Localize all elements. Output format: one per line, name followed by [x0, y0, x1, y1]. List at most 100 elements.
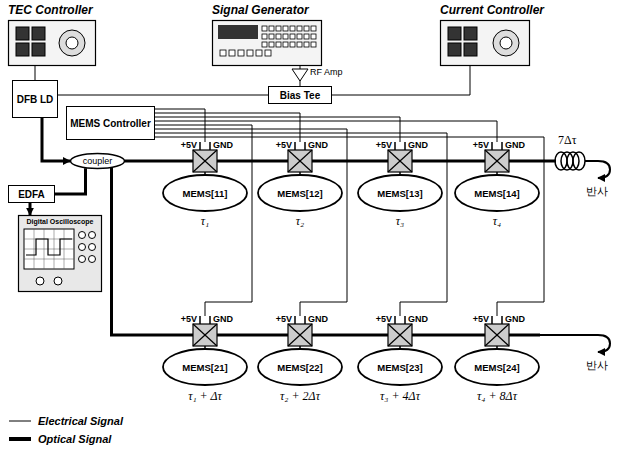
electrical-wire: [155, 133, 447, 316]
node-text: MEMS[22]: [257, 349, 343, 385]
legend-text: Electrical Signal: [38, 415, 123, 427]
electrical-wire: [58, 95, 268, 96]
optical-fiber: [443, 160, 454, 163]
delay-label: τ₄ + 8Δτ: [477, 389, 517, 404]
node-text: MEMS[23]: [357, 349, 443, 385]
legend-text: Optical Signal: [38, 433, 111, 445]
node-text: Signal Generator: [212, 3, 309, 17]
pin-label: +5V: [376, 140, 392, 150]
fiber-line: [540, 160, 556, 163]
reflection-arrow: [540, 335, 610, 352]
oscilloscope: Digital Oscilloscope: [18, 215, 102, 292]
pin-label: GND: [408, 314, 428, 324]
mems-switch: MEMS[13]: [357, 142, 443, 212]
pin-label: GND: [308, 314, 328, 324]
pin-label: GND: [308, 140, 328, 150]
optical-fiber: [343, 160, 357, 163]
text-label: 반사: [586, 184, 608, 199]
delay-label: τ₃: [396, 214, 404, 229]
optical-fiber: [55, 168, 86, 194]
text-label: 반사: [586, 358, 608, 373]
node-text: MEMS Controller: [70, 118, 151, 129]
laser-box: DFB LD: [12, 80, 58, 118]
node-text: Bias Tee: [280, 90, 320, 101]
node-text: MEMS[24]: [454, 349, 540, 385]
shape: [357, 142, 443, 212]
mems-switch: MEMS[21]: [162, 316, 248, 386]
coupler-ellipse: coupler: [70, 153, 125, 169]
delay-label: τ₁: [201, 214, 209, 229]
text-label: 7Δτ: [558, 133, 577, 148]
node-text: MEMS[11]: [162, 175, 248, 211]
node-text: Digital Oscilloscope: [18, 218, 102, 225]
pin-label: GND: [408, 140, 428, 150]
node-text: coupler: [83, 156, 113, 166]
optical-fiber: [343, 334, 357, 337]
mems-switch: MEMS[23]: [357, 316, 443, 386]
delay-label: τ₁ + Δτ: [188, 389, 222, 404]
pin-label: GND: [213, 140, 233, 150]
fiber-coil: [555, 152, 585, 170]
bias-tee-box: Bias Tee: [268, 86, 332, 104]
electrical-wire: [35, 66, 36, 80]
delay-label: τ₂: [296, 214, 304, 229]
legend-sample: [8, 434, 32, 444]
pin-label: +5V: [181, 314, 197, 324]
pin-label: GND: [505, 140, 525, 150]
optical-fiber: [29, 203, 32, 215]
pin-label: GND: [213, 314, 233, 324]
electrical-wire: [155, 129, 347, 316]
optical-fiber: [248, 334, 257, 337]
mems-switch: MEMS[12]: [257, 142, 343, 212]
shape: [162, 142, 248, 212]
mems-switch: MEMS[24]: [454, 316, 540, 386]
shape: [212, 20, 322, 66]
node-text: DFB LD: [17, 94, 54, 105]
shape: [440, 20, 530, 66]
delay-label: τ₃ + 4Δτ: [380, 389, 420, 404]
controller-unit: Current Controller: [440, 20, 530, 66]
legend: Electrical SignalOptical Signal: [8, 412, 123, 448]
delay-label: τ₄: [493, 214, 501, 229]
pin-label: GND: [505, 314, 525, 324]
shape: [18, 215, 102, 292]
shape: [454, 142, 540, 212]
legend-row: Optical Signal: [8, 430, 123, 448]
signal-generator: Signal Generator: [212, 20, 322, 66]
mems-switch: MEMS[11]: [162, 142, 248, 212]
optical-fiber: [42, 118, 70, 161]
legend-row: Electrical Signal: [8, 412, 123, 430]
node-text: MEMS[21]: [162, 349, 248, 385]
rf-amp-symbol: [292, 69, 308, 81]
controller-unit: TEC Controller: [8, 20, 96, 66]
pin-label: +5V: [473, 314, 489, 324]
electrical-wire: [332, 66, 470, 95]
pin-label: +5V: [276, 140, 292, 150]
shape: [257, 316, 343, 386]
node-text: MEMS[14]: [454, 175, 540, 211]
pin-label: +5V: [376, 314, 392, 324]
electrical-wire: [155, 137, 544, 316]
shape: [162, 316, 248, 386]
electrical-wire: [155, 121, 497, 142]
optical-fiber: [443, 334, 454, 337]
mems-switch: MEMS[14]: [454, 142, 540, 212]
pin-label: +5V: [181, 140, 197, 150]
reflection-arrow: [585, 161, 610, 178]
pin-label: +5V: [473, 140, 489, 150]
delay-label: τ₂ + 2Δτ: [280, 389, 320, 404]
shape: [454, 316, 540, 386]
node-text: EDFA: [18, 189, 45, 200]
amplifier-box: EDFA: [8, 185, 55, 203]
node-text: MEMS[12]: [257, 175, 343, 211]
text-label: RF Amp: [310, 67, 343, 77]
shape: [8, 20, 96, 66]
node-text: TEC Controller: [8, 3, 93, 17]
node-text: MEMS[13]: [357, 175, 443, 211]
shape: [357, 316, 443, 386]
pin-label: +5V: [276, 314, 292, 324]
controller-box: MEMS Controller: [66, 106, 155, 140]
